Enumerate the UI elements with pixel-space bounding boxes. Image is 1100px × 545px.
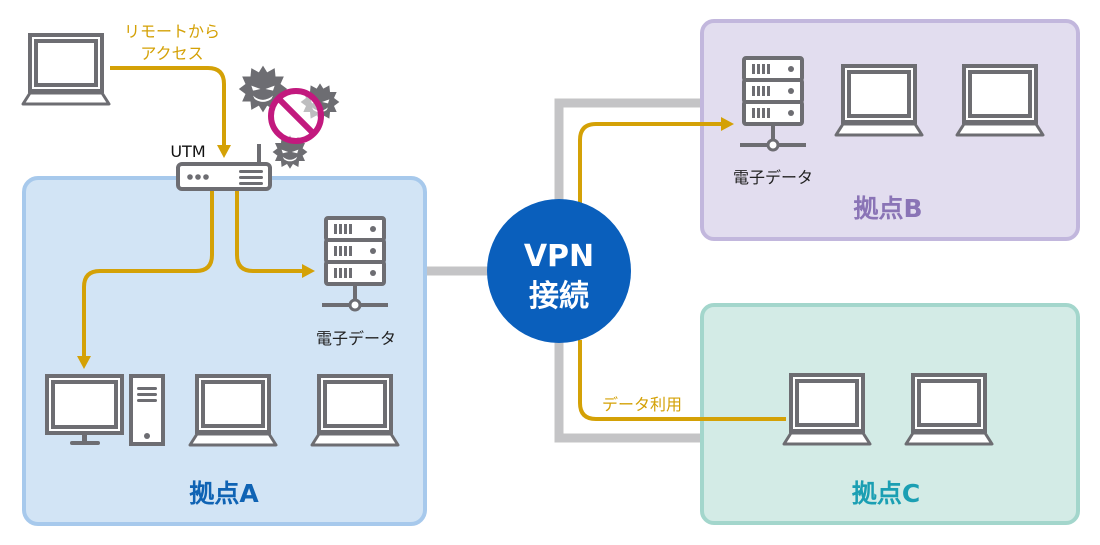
backbone-to-site-b [554,98,703,230]
site-b-title: 拠点B [853,194,922,223]
remote-laptop-icon [23,35,109,104]
laptop-icon [188,374,278,447]
laptop-icon [782,373,872,446]
site-c-title: 拠点C [852,479,920,508]
arrowhead [217,145,231,158]
backbone-to-site-c [554,320,703,443]
site-a-title: 拠点A [189,479,259,508]
data-flow-arrows [82,66,786,421]
arrowhead [721,117,734,131]
data-use-label: データ利用 [602,395,682,414]
vpn-to-site-b-server-arrow [578,122,722,230]
arrowhead [77,356,91,369]
vpn-label-line2: 接続 [529,279,589,314]
laptop-icon [834,64,924,137]
remote-access-label-line1: リモートから [124,22,220,41]
laptop-icon [955,64,1045,137]
site-b: 電子データ 拠点B [700,19,1080,241]
vpn-circle [487,199,631,343]
site-c-to-vpn-data-line [578,340,786,421]
remote-to-utm-arrow [110,66,226,145]
arrowhead [302,264,315,278]
site-c: 拠点C [700,303,1080,525]
block-prohibited-icon [268,88,324,144]
desktop-pc-icon [45,374,165,446]
site-b-server-label: 電子データ [733,168,813,187]
utm-label: UTM [170,142,205,161]
utm-to-server-arrow [235,190,304,273]
vpn-label-line1: VPN [524,239,594,274]
site-a: 電子データ 拠点A [22,176,427,526]
site-a-server-label: 電子データ [316,329,396,348]
laptop-icon [310,374,400,447]
utm-router-icon [176,144,272,191]
remote-access-label-line2: アクセス [140,44,203,63]
utm-to-desktop-arrow [82,190,214,358]
laptop-icon [904,373,994,446]
vpn-connection-node: VPN 接続 [487,199,631,343]
blocked-malware-group [238,65,340,169]
site-c-box [700,303,1080,525]
